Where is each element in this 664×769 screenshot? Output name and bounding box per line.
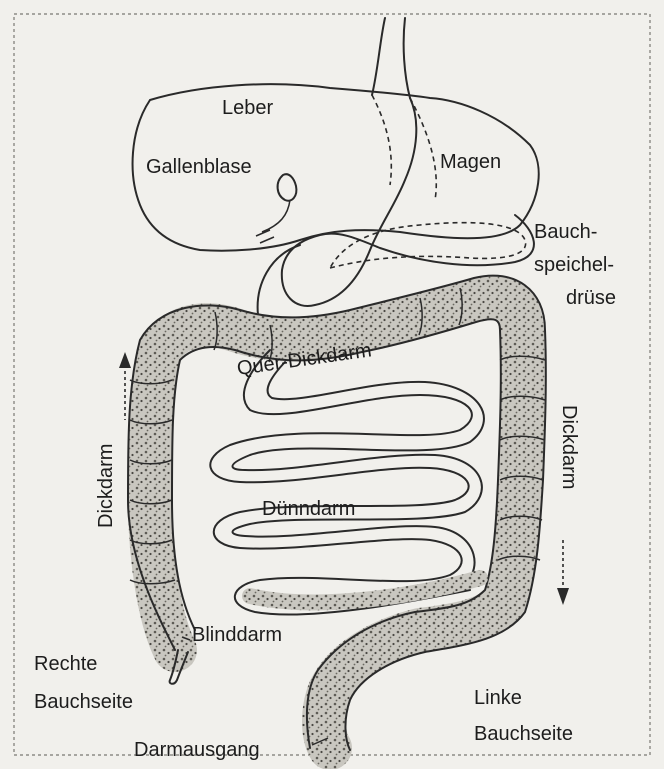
label-dickdarm-left: Dickdarm — [95, 444, 117, 528]
frame-border — [14, 14, 650, 755]
ileum-stippled — [250, 578, 480, 602]
gallbladder-shape — [278, 174, 297, 200]
label-darmausgang: Darmausgang — [134, 739, 260, 761]
label-linke-bauchseite-line1: Linke — [474, 687, 522, 709]
small-intestine-inner — [233, 362, 484, 588]
label-gallenblase: Gallenblase — [146, 156, 252, 178]
label-bauchspeicheldruese-line3: drüse — [566, 287, 616, 309]
label-linke-bauchseite-line2: Bauchseite — [474, 723, 573, 745]
label-rechte-bauchseite-line1: Rechte — [34, 653, 97, 675]
label-magen: Magen — [440, 151, 501, 173]
right-dickdarm-arrow — [557, 540, 569, 605]
label-bauchspeicheldruese-line2: speichel- — [534, 254, 614, 276]
label-dickdarm-right: Dickdarm — [558, 405, 580, 489]
label-rechte-bauchseite-line2: Bauchseite — [34, 691, 133, 713]
label-bauchspeicheldruese-line1: Bauch- — [534, 221, 597, 243]
label-blinddarm: Blinddarm — [192, 624, 282, 646]
esophagus-shape — [372, 18, 410, 98]
small-intestine-shape — [210, 350, 472, 615]
label-leber: Leber — [222, 97, 273, 119]
label-duenndarm: Dünndarm — [262, 498, 355, 520]
bile-duct — [256, 200, 290, 243]
